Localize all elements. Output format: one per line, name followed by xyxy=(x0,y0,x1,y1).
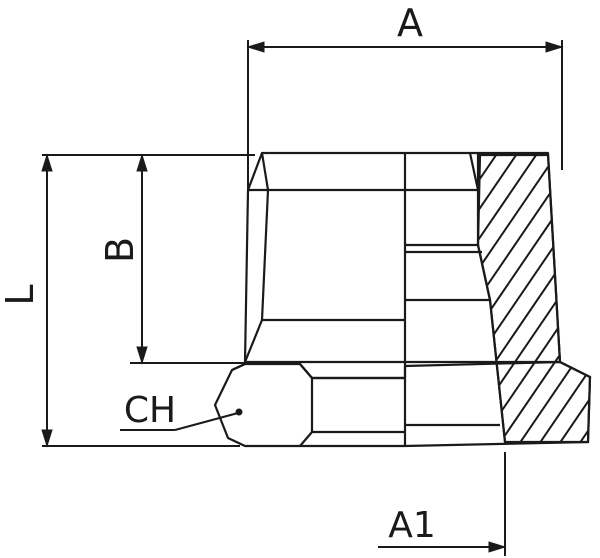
fitting-body xyxy=(213,151,592,448)
body-lower-chamfer xyxy=(243,319,264,363)
dimension-a1 xyxy=(378,452,507,556)
dimension-l-arrow-top xyxy=(41,153,53,172)
dimension-b-label: B xyxy=(98,237,142,263)
ch-leader xyxy=(120,408,243,431)
section-hatching xyxy=(478,155,590,442)
upper-body-outline xyxy=(243,151,562,364)
dimension-a-arrow-right xyxy=(545,41,564,53)
hex-face-3 xyxy=(299,431,313,447)
ch-label: CH xyxy=(124,390,176,431)
dimension-l-label: L xyxy=(0,284,42,305)
dimension-b-arrow-bottom xyxy=(136,346,148,365)
dimension-b xyxy=(130,153,245,365)
dimension-l-arrow-bottom xyxy=(41,429,53,448)
dimension-a-label: A xyxy=(397,1,423,45)
hex-face-1 xyxy=(299,363,313,379)
dimension-b-arrow-top xyxy=(136,153,148,172)
dimension-l xyxy=(41,153,255,448)
dimension-a1-label: A1 xyxy=(388,505,436,546)
ch-leader-dot xyxy=(235,408,243,416)
chamfer-top-left xyxy=(260,152,270,191)
section-outline xyxy=(476,153,592,444)
dimension-a1-arrow xyxy=(488,541,507,553)
hex-face-left xyxy=(231,363,246,371)
chamfer-top-right-bevel xyxy=(468,152,480,191)
dimension-a-arrow-left xyxy=(246,41,265,53)
ch-leader-line xyxy=(174,412,239,431)
inner-edge-left xyxy=(260,189,270,321)
dimension-a xyxy=(246,40,564,200)
hex-nut-outline xyxy=(213,360,592,448)
